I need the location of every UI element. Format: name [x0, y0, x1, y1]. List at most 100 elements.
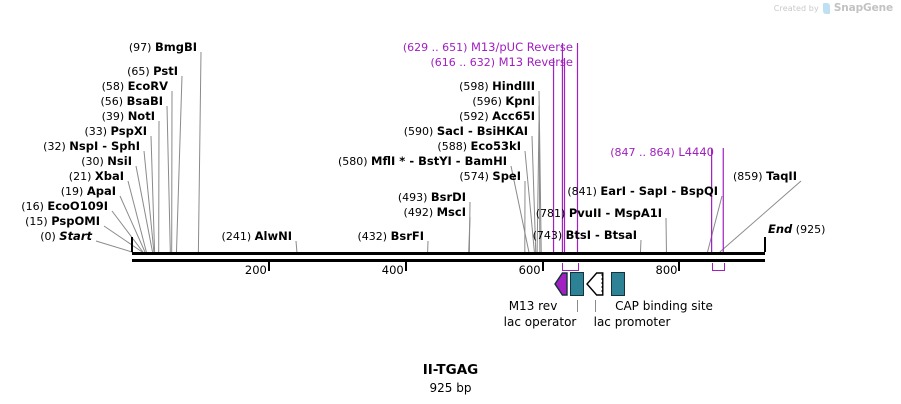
primer-bracket	[711, 263, 726, 271]
enzyme-leader-line	[639, 239, 642, 253]
snapgene-watermark: Created by SnapGene	[774, 2, 893, 14]
enzyme-label[interactable]: (21) XbaI	[69, 170, 124, 183]
feature-arrow-icon	[553, 272, 568, 296]
feature-glyph-box-teal[interactable]	[569, 272, 584, 296]
enzyme-leader-line	[468, 216, 471, 253]
enzyme-name: NsiI	[107, 154, 132, 168]
enzyme-name: MscI	[436, 205, 466, 219]
feature-label[interactable]: (616 .. 632) M13 Reverse	[431, 56, 574, 69]
feature-box[interactable]	[611, 272, 626, 296]
enzyme-label[interactable]: (596) KpnI	[472, 95, 535, 108]
end-tick	[764, 237, 766, 252]
enzyme-label[interactable]: (0) Start	[40, 230, 92, 243]
ruler-tick	[541, 262, 544, 271]
enzyme-name: BtsI - BtsaI	[565, 228, 637, 242]
enzyme-name: NotI	[127, 109, 155, 123]
enzyme-position: (743)	[532, 229, 566, 242]
enzyme-name: PspOMI	[51, 214, 100, 228]
enzyme-label[interactable]: (580) MflI * - BstYI - BamHI	[338, 155, 507, 168]
enzyme-leader-line	[175, 75, 183, 253]
enzyme-leader-line	[707, 195, 723, 253]
enzyme-position: (21)	[68, 170, 95, 183]
enzyme-label[interactable]: (56) BsaBI	[101, 95, 164, 108]
feature-glyph-label: lac promoter	[593, 315, 671, 329]
enzyme-label[interactable]: (590) SacI - BsiHKAI	[404, 125, 528, 138]
enzyme-label[interactable]: (19) ApaI	[61, 185, 116, 198]
enzyme-label[interactable]: (492) MscI	[404, 206, 466, 219]
enzyme-name: TaqII	[766, 169, 797, 183]
enzyme-position: (19)	[60, 185, 87, 198]
enzyme-label[interactable]: (841) EarI - SapI - BspQI	[567, 185, 718, 198]
enzyme-label[interactable]: (588) Eco53kI	[437, 140, 521, 153]
enzyme-name: EcoO109I	[47, 199, 108, 213]
enzyme-name: NspI - SphI	[69, 139, 140, 153]
enzyme-label[interactable]: (432) BsrFI	[358, 230, 425, 243]
enzyme-position: (432)	[357, 230, 391, 243]
enzyme-position: (97)	[128, 41, 155, 54]
enzyme-leader-line	[111, 210, 144, 253]
enzyme-label[interactable]: (58) EcoRV	[102, 80, 168, 93]
enzyme-label[interactable]: (16) EcoO109I	[21, 200, 108, 213]
page-title: II-TGAG	[422, 362, 479, 378]
primer-bracket	[562, 263, 580, 271]
enzyme-position: (598)	[459, 80, 493, 93]
feature-name: M13/pUC Reverse	[470, 40, 573, 54]
enzyme-label[interactable]: (493) BsrDI	[398, 191, 466, 204]
feature-glyph-arrow-left-white[interactable]	[586, 272, 604, 296]
enzyme-label[interactable]: (30) NsiI	[81, 155, 132, 168]
enzyme-leader-line	[468, 201, 471, 253]
enzyme-label[interactable]: (781) PvuII - MspA1I	[536, 207, 662, 220]
sequence-length: 925 bp	[429, 381, 472, 395]
feature-label[interactable]: (847 .. 864) L4440	[610, 146, 714, 159]
feature-range: (616 .. 632)	[430, 56, 499, 69]
enzyme-name: BsaBI	[126, 94, 163, 108]
enzyme-position: (493)	[397, 191, 431, 204]
enzyme-position: (592)	[459, 110, 493, 123]
enzyme-label[interactable]: (859) TaqII	[733, 170, 797, 183]
enzyme-name: PstI	[153, 64, 178, 78]
enzyme-position: (859)	[733, 170, 767, 183]
enzyme-position: (492)	[403, 206, 437, 219]
feature-label[interactable]: (629 .. 651) M13/pUC Reverse	[403, 41, 573, 54]
enzyme-position: (65)	[127, 65, 154, 78]
enzyme-position: (33)	[84, 125, 111, 138]
backbone-bottom-line	[132, 259, 765, 262]
enzyme-position: (39)	[101, 110, 128, 123]
ruler-tick-label: 400	[381, 263, 404, 277]
enzyme-name: MflI * - BstYI - BamHI	[371, 154, 507, 168]
enzyme-leader-line	[135, 165, 154, 253]
ruler-tick	[678, 262, 681, 271]
feature-glyph-arrow-left-purple[interactable]	[553, 272, 568, 296]
enzyme-leader-line	[538, 90, 542, 253]
enzyme-label[interactable]: (97) BmgBI	[129, 41, 197, 54]
enzyme-label[interactable]: (39) NotI	[102, 110, 155, 123]
enzyme-position: (588)	[437, 140, 471, 153]
feature-glyph-box-teal[interactable]	[611, 272, 626, 296]
ruler-tick-label: 200	[244, 263, 267, 277]
feature-name: L4440	[678, 145, 714, 159]
enzyme-position: (580)	[337, 155, 372, 168]
watermark-brand: SnapGene	[833, 2, 893, 14]
enzyme-name: BsrDI	[430, 190, 466, 204]
enzyme-label[interactable]: (32) NspI - SphI	[43, 140, 140, 153]
enzyme-name: EarI - SapI - BspQI	[600, 184, 718, 198]
enzyme-position: (574)	[459, 170, 493, 183]
enzyme-position: (30)	[81, 155, 108, 168]
enzyme-label[interactable]: (592) Acc65I	[459, 110, 535, 123]
enzyme-name: SpeI	[492, 169, 521, 183]
feature-connector-tick	[576, 300, 578, 312]
end-position: (925)	[792, 223, 826, 236]
enzyme-label[interactable]: (33) PspXI	[84, 125, 147, 138]
enzyme-label[interactable]: (65) PstI	[127, 65, 178, 78]
enzyme-label[interactable]: (241) AlwNI	[222, 230, 292, 243]
enzyme-label[interactable]: (15) PspOMI	[25, 215, 100, 228]
feature-glyph-label: CAP binding site	[615, 299, 713, 313]
feature-box[interactable]	[569, 272, 584, 296]
enzyme-label[interactable]: (743) BtsI - BtsaI	[533, 229, 637, 242]
end-label: End (925)	[768, 223, 825, 236]
enzyme-label[interactable]: (574) SpeI	[459, 170, 521, 183]
enzyme-label[interactable]: (598) HindIII	[459, 80, 535, 93]
enzyme-position: (781)	[535, 207, 569, 220]
enzyme-position: (0)	[40, 230, 60, 243]
enzyme-position: (16)	[21, 200, 48, 213]
